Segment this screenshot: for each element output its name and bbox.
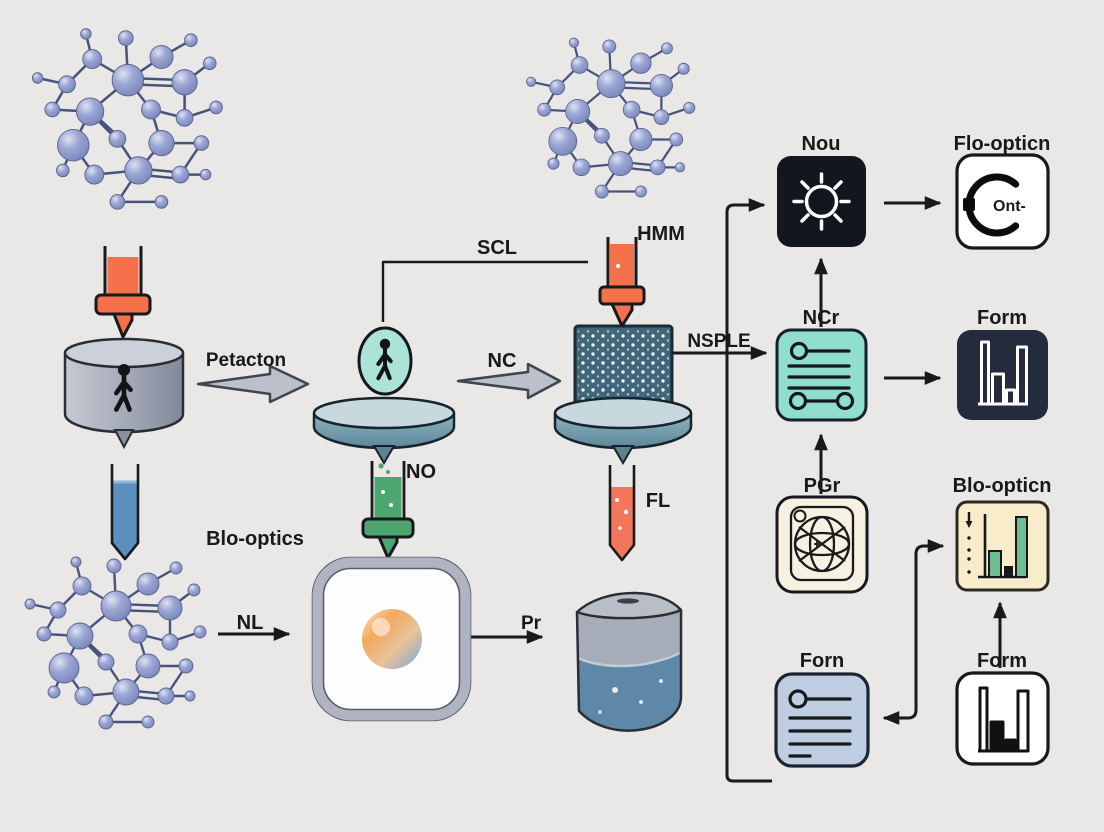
colored-bar-chart-icon [965, 512, 1028, 579]
node-blo-opticn [955, 500, 1050, 592]
label-petacton: Petacton [206, 350, 286, 371]
label-scl: SCL [477, 237, 517, 259]
label-forn: Forn [800, 650, 844, 672]
label-flo-opticn: Flo-opticn [954, 133, 1051, 155]
green-syringe-icon [361, 461, 415, 560]
flo-icon-text: Ont- [993, 198, 1026, 215]
dotted-cube-icon [573, 324, 674, 414]
node-form-dark [957, 330, 1048, 420]
petacton-block-arrow [196, 364, 310, 404]
label-fl: FL [646, 490, 670, 512]
sliders-list-icon [787, 341, 855, 411]
s-connector-to-blo [914, 539, 945, 640]
sample-frame-icon [311, 556, 472, 722]
node-form-white [955, 671, 1050, 766]
s-connector-to-forn [882, 628, 918, 725]
person-capsule-icon [357, 326, 413, 396]
orange-syringe-icon-left [94, 246, 152, 339]
label-form-dark: Form [977, 307, 1027, 329]
teal-disc-icon-left [312, 396, 456, 465]
label-nou: Nou [802, 133, 841, 155]
nc-block-arrow [456, 362, 562, 400]
scl-connector-line [381, 260, 588, 322]
label-blo-optics: Blo-optics [206, 528, 304, 550]
cylinder-icon [63, 337, 185, 450]
node-ncr [775, 328, 868, 422]
teal-disc-icon-right [553, 396, 693, 465]
orange-syringe-icon-center [598, 237, 646, 328]
blue-test-tube-icon [110, 464, 140, 561]
node-nou [777, 156, 866, 247]
node-flo-opticn: Ont- [955, 153, 1050, 250]
container-slot [617, 598, 639, 604]
red-test-tube-icon [608, 465, 636, 562]
gradient-sphere-icon [362, 609, 422, 669]
label-nsple: NSPLE [687, 331, 750, 352]
label-form-white: Form [977, 650, 1027, 672]
bar-chart-icon [978, 686, 1030, 753]
label-pgr: PGr [804, 475, 841, 497]
node-pgr [775, 495, 869, 594]
label-blo-opticn: Blo-opticn [953, 475, 1052, 497]
label-nl: NL [237, 612, 264, 634]
globe-grid-icon [789, 505, 855, 582]
label-no: NO [406, 461, 436, 483]
label-ncr: NCr [803, 307, 840, 329]
c-ring-icon: Ont- [963, 173, 1026, 237]
label-hmm: HMM [637, 223, 685, 245]
sun-icon [792, 172, 851, 231]
label-pr: Pr [521, 613, 542, 634]
bar-chart-icon [978, 340, 1028, 406]
label-nc: NC [488, 350, 517, 372]
document-sliders-icon [788, 689, 852, 758]
node-forn [774, 672, 870, 768]
liquid-container-icon [575, 591, 683, 732]
long-connector-to-nou [725, 198, 772, 783]
